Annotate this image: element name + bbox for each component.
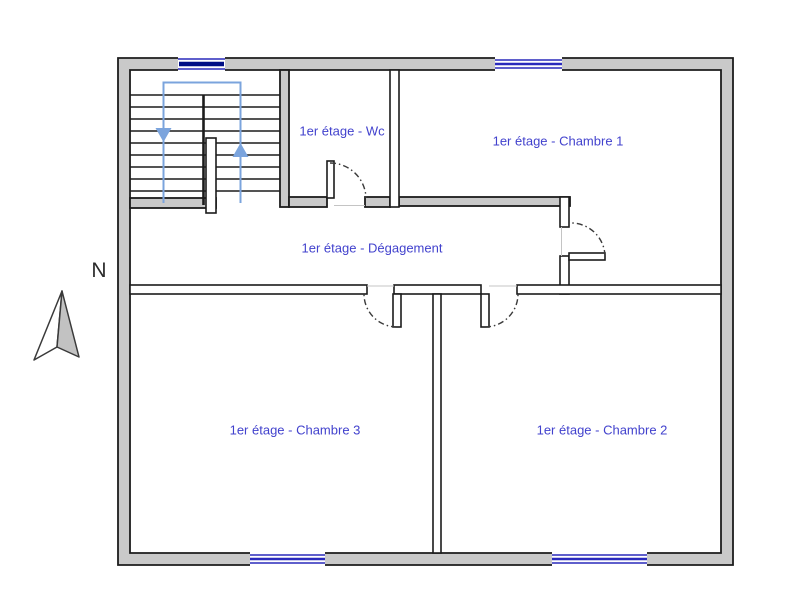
stair-spine-wall bbox=[205, 137, 217, 214]
door-chambre3-swing-arc bbox=[363, 293, 398, 328]
exterior-walls bbox=[117, 57, 734, 566]
door-wc bbox=[326, 160, 367, 206]
stair-treads bbox=[130, 94, 280, 192]
stair-down-arrow-icon bbox=[155, 128, 172, 142]
door-chambre3-leaf bbox=[392, 293, 402, 328]
room-label-chambre2: 1er étage - Chambre 2 bbox=[536, 422, 668, 438]
north-arrow-icon bbox=[33, 290, 80, 361]
window-chambre2-icon bbox=[552, 551, 647, 567]
door-chambre2 bbox=[480, 285, 519, 328]
door-chambre1 bbox=[561, 222, 606, 261]
window-chambre1-icon bbox=[495, 56, 562, 72]
door-chambre3 bbox=[363, 285, 402, 328]
door-wc-leaf bbox=[326, 160, 335, 199]
door-chambre1-swing-arc bbox=[569, 222, 606, 257]
door-wc-swing-arc bbox=[329, 162, 367, 199]
stair-up-arrow-icon bbox=[232, 143, 249, 157]
window-chambre3-icon bbox=[250, 551, 325, 567]
compass-n-label: N bbox=[91, 259, 107, 282]
room-label-chambre1: 1er étage - Chambre 1 bbox=[492, 133, 624, 149]
window-stairwell-icon bbox=[178, 56, 225, 72]
room-label-wc: 1er étage - Wc bbox=[299, 123, 385, 139]
room-label-chambre3: 1er étage - Chambre 3 bbox=[229, 422, 361, 438]
door-chambre2-leaf bbox=[480, 293, 490, 328]
door-chambre1-leaf bbox=[568, 252, 606, 261]
door-chambre2-swing-arc bbox=[484, 293, 519, 328]
staircase bbox=[130, 81, 280, 214]
room-label-degagement: 1er étage - Dégagement bbox=[301, 240, 443, 256]
interior-walls bbox=[129, 69, 722, 554]
stair-direction-path bbox=[162, 81, 242, 203]
